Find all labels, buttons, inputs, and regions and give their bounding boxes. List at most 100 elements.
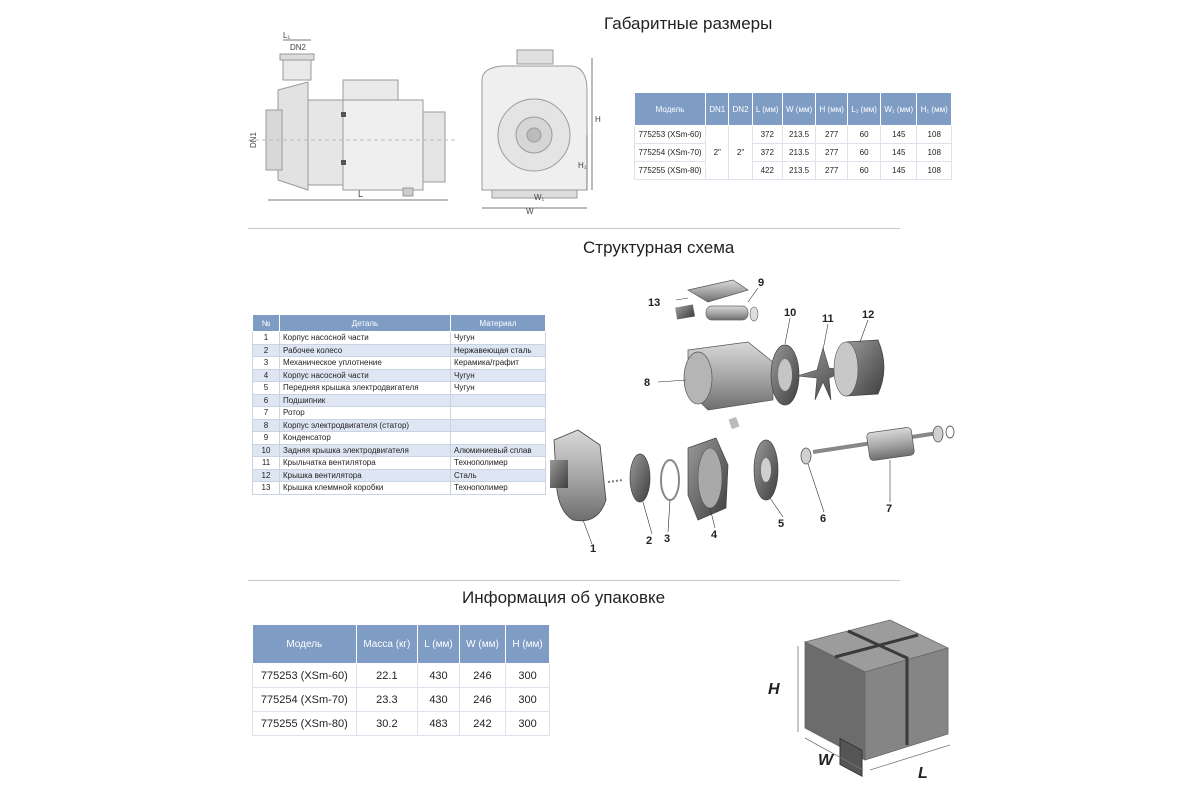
cell-w: 246 bbox=[458, 687, 507, 712]
cell-material: Чугун bbox=[450, 368, 546, 382]
callout-12: 12 bbox=[862, 309, 874, 321]
label-dn1: DN1 bbox=[249, 131, 258, 148]
cell-l: 483 bbox=[417, 711, 460, 736]
cell-h1: 108 bbox=[916, 161, 952, 180]
dims-header-l: L (мм) bbox=[751, 92, 783, 126]
pack-header-model: Модель bbox=[252, 624, 357, 664]
cell-part: Рабочее колесо bbox=[279, 343, 451, 357]
callout-7: 7 bbox=[886, 503, 892, 515]
section-divider bbox=[248, 580, 900, 581]
cell-num: 11 bbox=[252, 456, 280, 470]
cell-l: 372 bbox=[751, 125, 783, 144]
pump-side-view-drawing: L₁ DN2 DN1 L bbox=[248, 31, 458, 201]
cell-l1: 60 bbox=[847, 161, 882, 180]
dims-header-w: W (мм) bbox=[781, 92, 817, 126]
cell-h: 300 bbox=[505, 663, 550, 688]
dims-header-h: H (мм) bbox=[815, 92, 849, 126]
cell-model: 775255 (XSm-80) bbox=[633, 161, 707, 180]
table-row: 775254 (XSm-70) 372 213.5 277 60 145 108 bbox=[633, 143, 952, 162]
section-title-structure: Структурная схема bbox=[583, 238, 735, 257]
dims-header-l1: L₁ (мм) bbox=[847, 92, 882, 126]
cell-l: 430 bbox=[417, 687, 460, 712]
cell-num: 7 bbox=[252, 406, 280, 420]
cell-num: 6 bbox=[252, 393, 280, 407]
cell-h: 277 bbox=[815, 125, 849, 144]
cell-w: 246 bbox=[458, 663, 507, 688]
dims-header-h1: H₁ (мм) bbox=[916, 92, 952, 126]
cell-part: Корпус электродвигателя (статор) bbox=[279, 418, 451, 432]
cell-material: Нержавеющая сталь bbox=[450, 343, 546, 357]
cell-mass: 30.2 bbox=[355, 711, 419, 736]
cell-w: 242 bbox=[458, 711, 507, 736]
callout-1: 1 bbox=[590, 543, 596, 555]
table-row: 775253 (XSm-60) 22.1 430 246 300 bbox=[252, 663, 550, 688]
table-row: 775254 (XSm-70) 23.3 430 246 300 bbox=[252, 687, 550, 712]
cell-material: Технополимер bbox=[450, 481, 546, 495]
callout-8: 8 bbox=[644, 377, 650, 389]
box-label-h: H bbox=[768, 681, 780, 698]
cell-material: Керамика/графит bbox=[450, 356, 546, 370]
cell-part: Механическое уплотнение bbox=[279, 356, 451, 370]
cell-dn1: 2" bbox=[705, 125, 730, 180]
cell-part: Конденсатор bbox=[279, 431, 451, 445]
label-h: H bbox=[595, 115, 601, 124]
cell-part: Крышка клеммной коробки bbox=[279, 481, 451, 495]
cell-l: 372 bbox=[751, 143, 783, 162]
cell-part: Корпус насосной части bbox=[279, 368, 451, 382]
parts-header-num: № bbox=[252, 314, 280, 332]
cell-material bbox=[450, 431, 546, 445]
label-dn2: DN2 bbox=[290, 43, 307, 52]
label-l: L bbox=[358, 189, 363, 199]
cell-num: 9 bbox=[252, 431, 280, 445]
cell-part: Подшипник bbox=[279, 393, 451, 407]
pack-header-h: H (мм) bbox=[505, 624, 550, 664]
cell-material: Чугун bbox=[450, 331, 546, 345]
cell-dn2: 2" bbox=[728, 125, 753, 180]
cell-w: 213.5 bbox=[781, 161, 817, 180]
cell-h: 277 bbox=[815, 161, 849, 180]
cell-mass: 22.1 bbox=[355, 663, 419, 688]
label-w1: W₁ bbox=[534, 193, 545, 202]
exploded-view-drawing: 1 2 3 4 5 6 7 8 9 10 11 12 13 bbox=[550, 277, 955, 555]
cell-model: 775253 (XSm-60) bbox=[252, 663, 357, 688]
cell-l: 430 bbox=[417, 663, 460, 688]
cell-w: 213.5 bbox=[781, 143, 817, 162]
cell-num: 12 bbox=[252, 468, 280, 482]
cell-model: 775255 (XSm-80) bbox=[252, 711, 357, 736]
cell-h: 300 bbox=[505, 711, 550, 736]
cell-h: 300 bbox=[505, 687, 550, 712]
cell-num: 5 bbox=[252, 381, 280, 395]
cell-num: 4 bbox=[252, 368, 280, 382]
callout-2: 2 bbox=[646, 535, 652, 547]
section-divider bbox=[248, 228, 900, 229]
callout-9: 9 bbox=[758, 277, 764, 289]
cell-mass: 23.3 bbox=[355, 687, 419, 712]
section-title-packaging: Информация об упаковке bbox=[462, 588, 666, 607]
cell-material: Алюминиевый сплав bbox=[450, 443, 546, 457]
cell-h1: 108 bbox=[916, 143, 952, 162]
pack-header-mass: Масса (кг) bbox=[355, 624, 419, 664]
callout-4: 4 bbox=[711, 529, 718, 541]
label-w: W bbox=[526, 207, 534, 215]
cell-l1: 60 bbox=[847, 125, 882, 144]
pack-header-l: L (мм) bbox=[417, 624, 460, 664]
package-box-illustration: H W L bbox=[768, 619, 951, 782]
callout-13: 13 bbox=[648, 297, 660, 309]
cell-part: Задняя крышка электродвигателя bbox=[279, 443, 451, 457]
dimensions-table: Модель DN1 DN2 L (мм) W (мм) H (мм) L₁ (… bbox=[633, 92, 952, 180]
cell-l: 422 bbox=[751, 161, 783, 180]
cell-part: Ротор bbox=[279, 406, 451, 420]
callout-3: 3 bbox=[664, 533, 670, 545]
table-row: 775255 (XSm-80) 422 213.5 277 60 145 108 bbox=[633, 161, 952, 180]
cell-material: Сталь bbox=[450, 468, 546, 482]
cell-w1: 145 bbox=[880, 161, 918, 180]
cell-h: 277 bbox=[815, 143, 849, 162]
